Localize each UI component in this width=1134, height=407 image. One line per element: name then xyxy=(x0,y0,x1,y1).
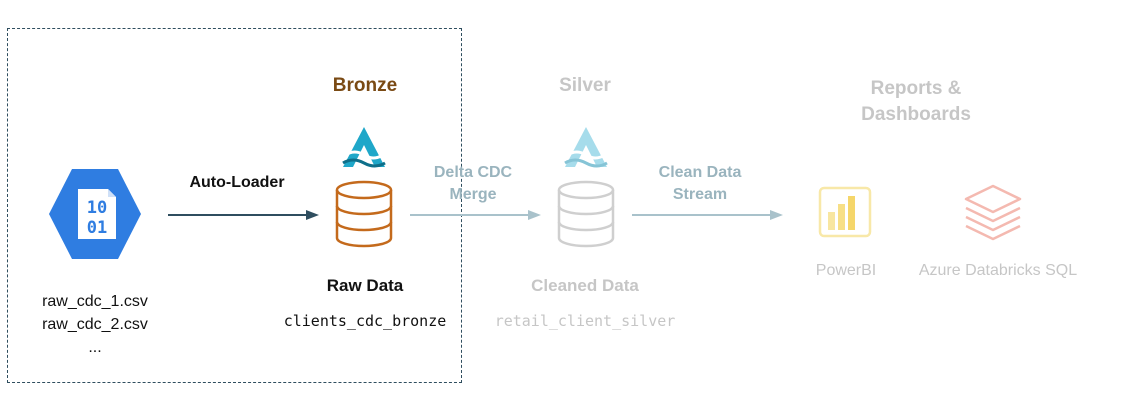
source-document xyxy=(78,189,116,239)
powerbi-label: PowerBI xyxy=(815,262,877,279)
autoloader-label: Auto-Loader xyxy=(189,174,285,191)
powerbi-icon xyxy=(818,186,872,238)
silver-table-name: retail_client_silver xyxy=(494,312,676,330)
delta-live-tables-icon xyxy=(342,127,386,168)
bronze-label: Raw Data xyxy=(326,276,404,295)
autoloader-arrow xyxy=(168,210,319,220)
bronze-database-icon xyxy=(335,180,393,248)
source-file-2: raw_cdc_2.csv xyxy=(42,316,148,333)
silver-delta-icon xyxy=(564,127,608,168)
source-file-1: raw_cdc_1.csv xyxy=(42,293,148,310)
cloud-storage-binary-icon: 10 01 xyxy=(49,169,141,259)
clean-data-stream-label-line1: Clean Data xyxy=(658,164,742,181)
source-document-fold xyxy=(108,189,116,197)
source-file-ellipsis: ... xyxy=(88,339,102,356)
databricks-sql-icon xyxy=(964,184,1022,241)
clean-data-stream-arrow xyxy=(632,210,783,220)
svg-text:01: 01 xyxy=(87,218,107,238)
silver-database-icon xyxy=(557,180,615,248)
bronze-focus-box xyxy=(7,28,462,383)
databricks-sql-label: Azure Databricks SQL xyxy=(918,262,1078,279)
silver-title: Silver xyxy=(559,75,611,96)
silver-label: Cleaned Data xyxy=(531,276,639,295)
svg-text:10: 10 xyxy=(87,198,107,218)
clean-data-stream-label-line2: Stream xyxy=(672,186,728,203)
delta-cdc-merge-arrow xyxy=(410,210,541,220)
bronze-table-name: clients_cdc_bronze xyxy=(283,312,447,330)
delta-cdc-merge-label-line1: Delta CDC xyxy=(433,164,513,181)
delta-cdc-merge-label-line2: Merge xyxy=(449,186,497,203)
reports-title-line1: Reports & xyxy=(870,78,962,99)
bronze-title: Bronze xyxy=(332,75,398,96)
reports-title-line2: Dashboards xyxy=(861,104,971,125)
